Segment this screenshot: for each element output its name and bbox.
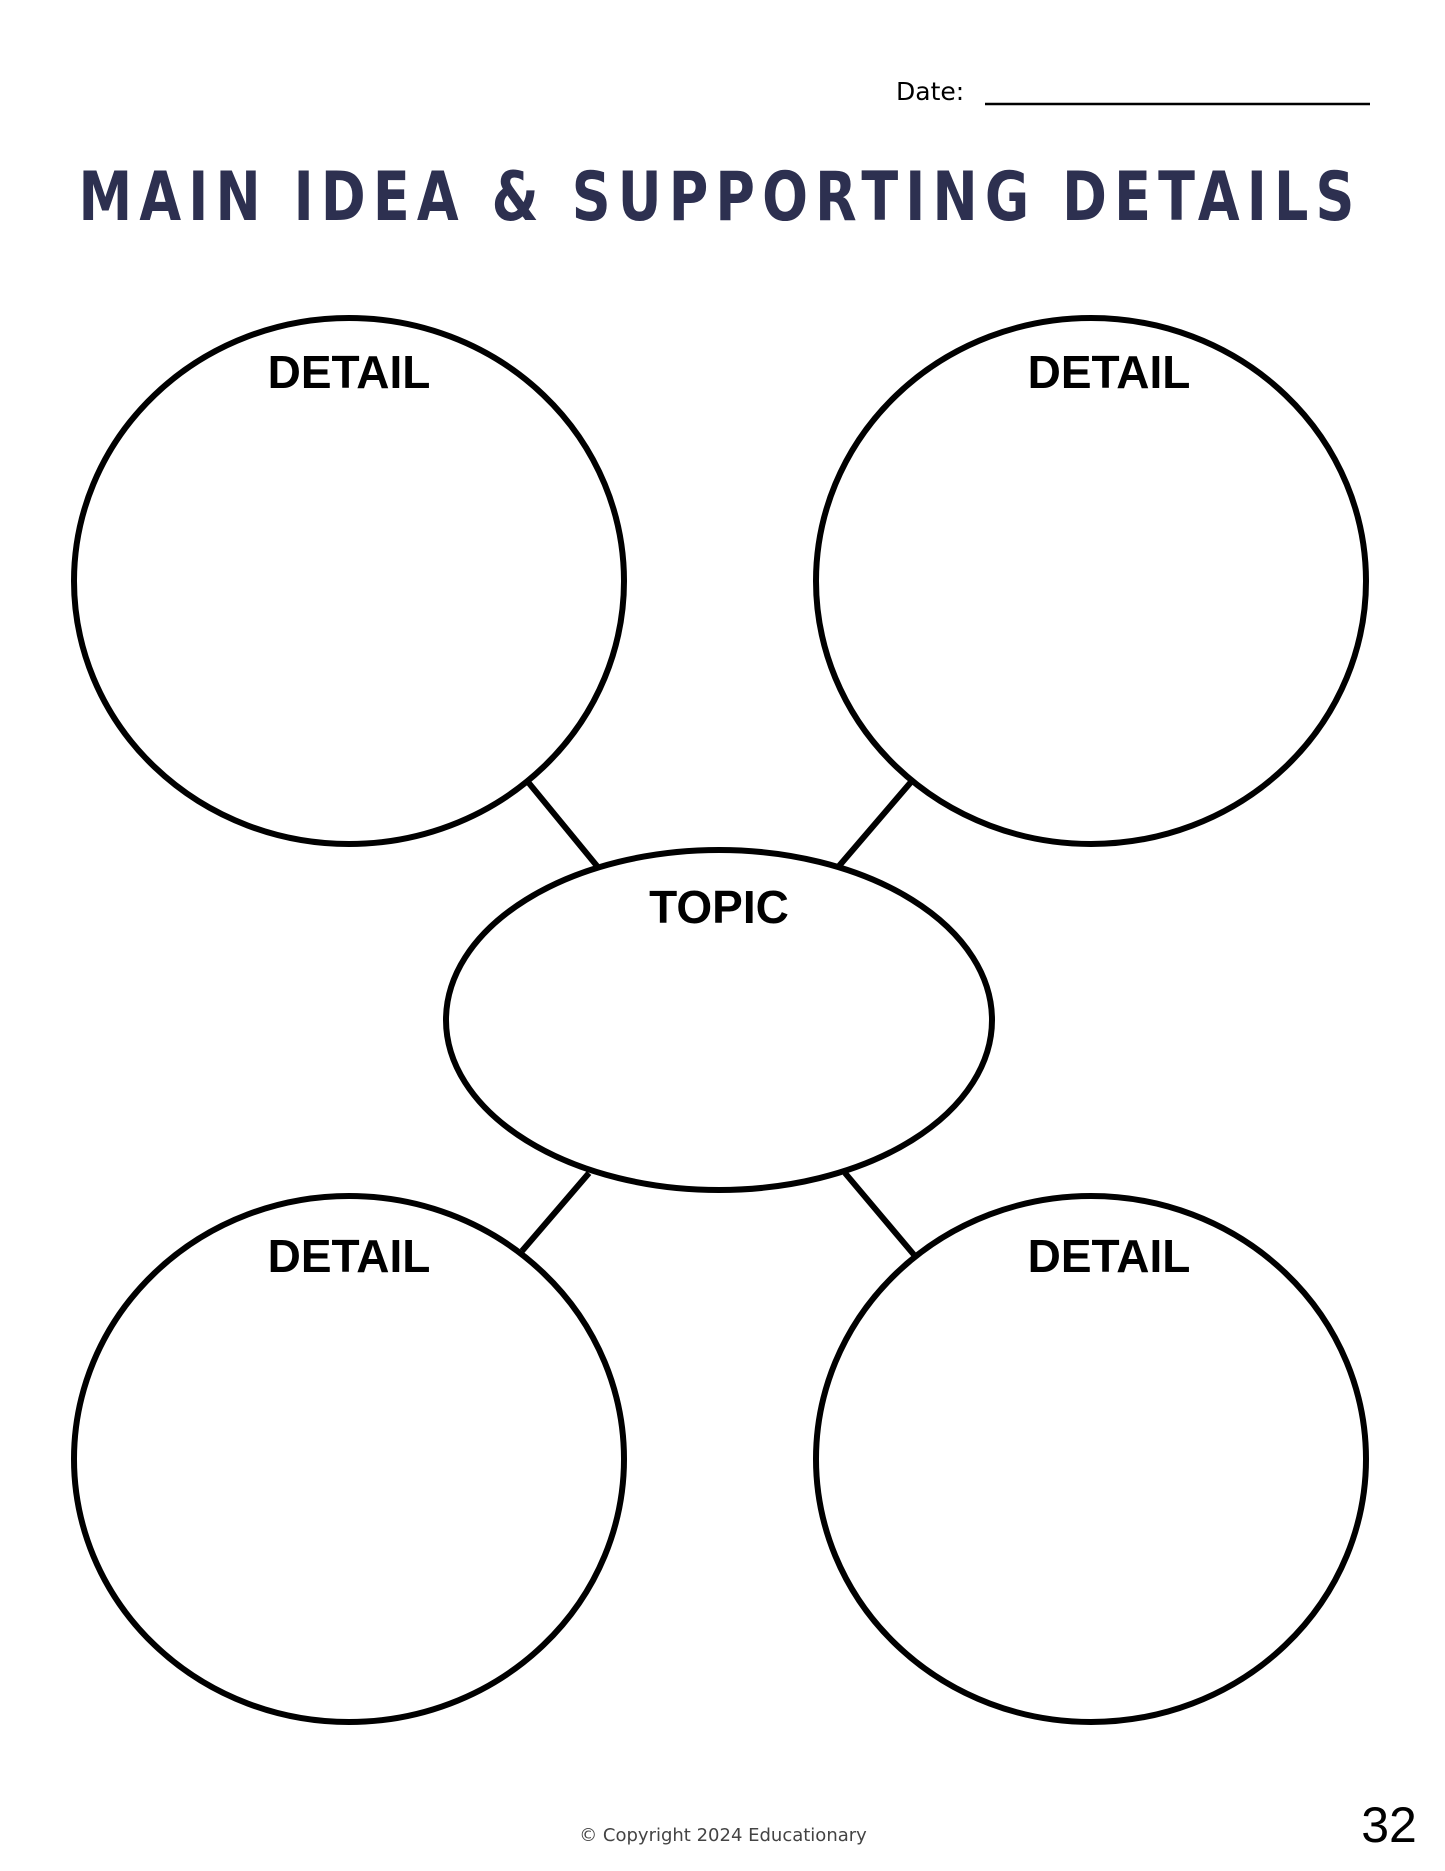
copyright-text: © Copyright 2024 Educationary [579, 1825, 867, 1846]
detail-label-top-right: DETAIL [1028, 346, 1191, 398]
detail-circle-top-right[interactable] [813, 315, 1369, 847]
page-title: MAIN IDEA & SUPPORTING DETAILS [79, 158, 1362, 237]
detail-circle-bottom-right[interactable] [813, 1193, 1369, 1725]
topic-ellipse[interactable] [443, 847, 995, 1193]
detail-label-bottom-right: DETAIL [1028, 1230, 1191, 1282]
detail-circle-top-left[interactable] [71, 315, 627, 847]
connector-bottom-left [519, 1171, 592, 1253]
connector-top-left [525, 780, 600, 868]
connector-bottom-right [842, 1171, 918, 1258]
date-label: Date: [896, 77, 964, 106]
detail-label-top-left: DETAIL [268, 346, 431, 398]
detail-label-bottom-left: DETAIL [268, 1230, 431, 1282]
topic-label: TOPIC [649, 881, 789, 933]
connector-top-right [836, 780, 914, 868]
detail-circle-bottom-left[interactable] [71, 1193, 627, 1725]
page-number: 32 [1361, 1797, 1417, 1853]
